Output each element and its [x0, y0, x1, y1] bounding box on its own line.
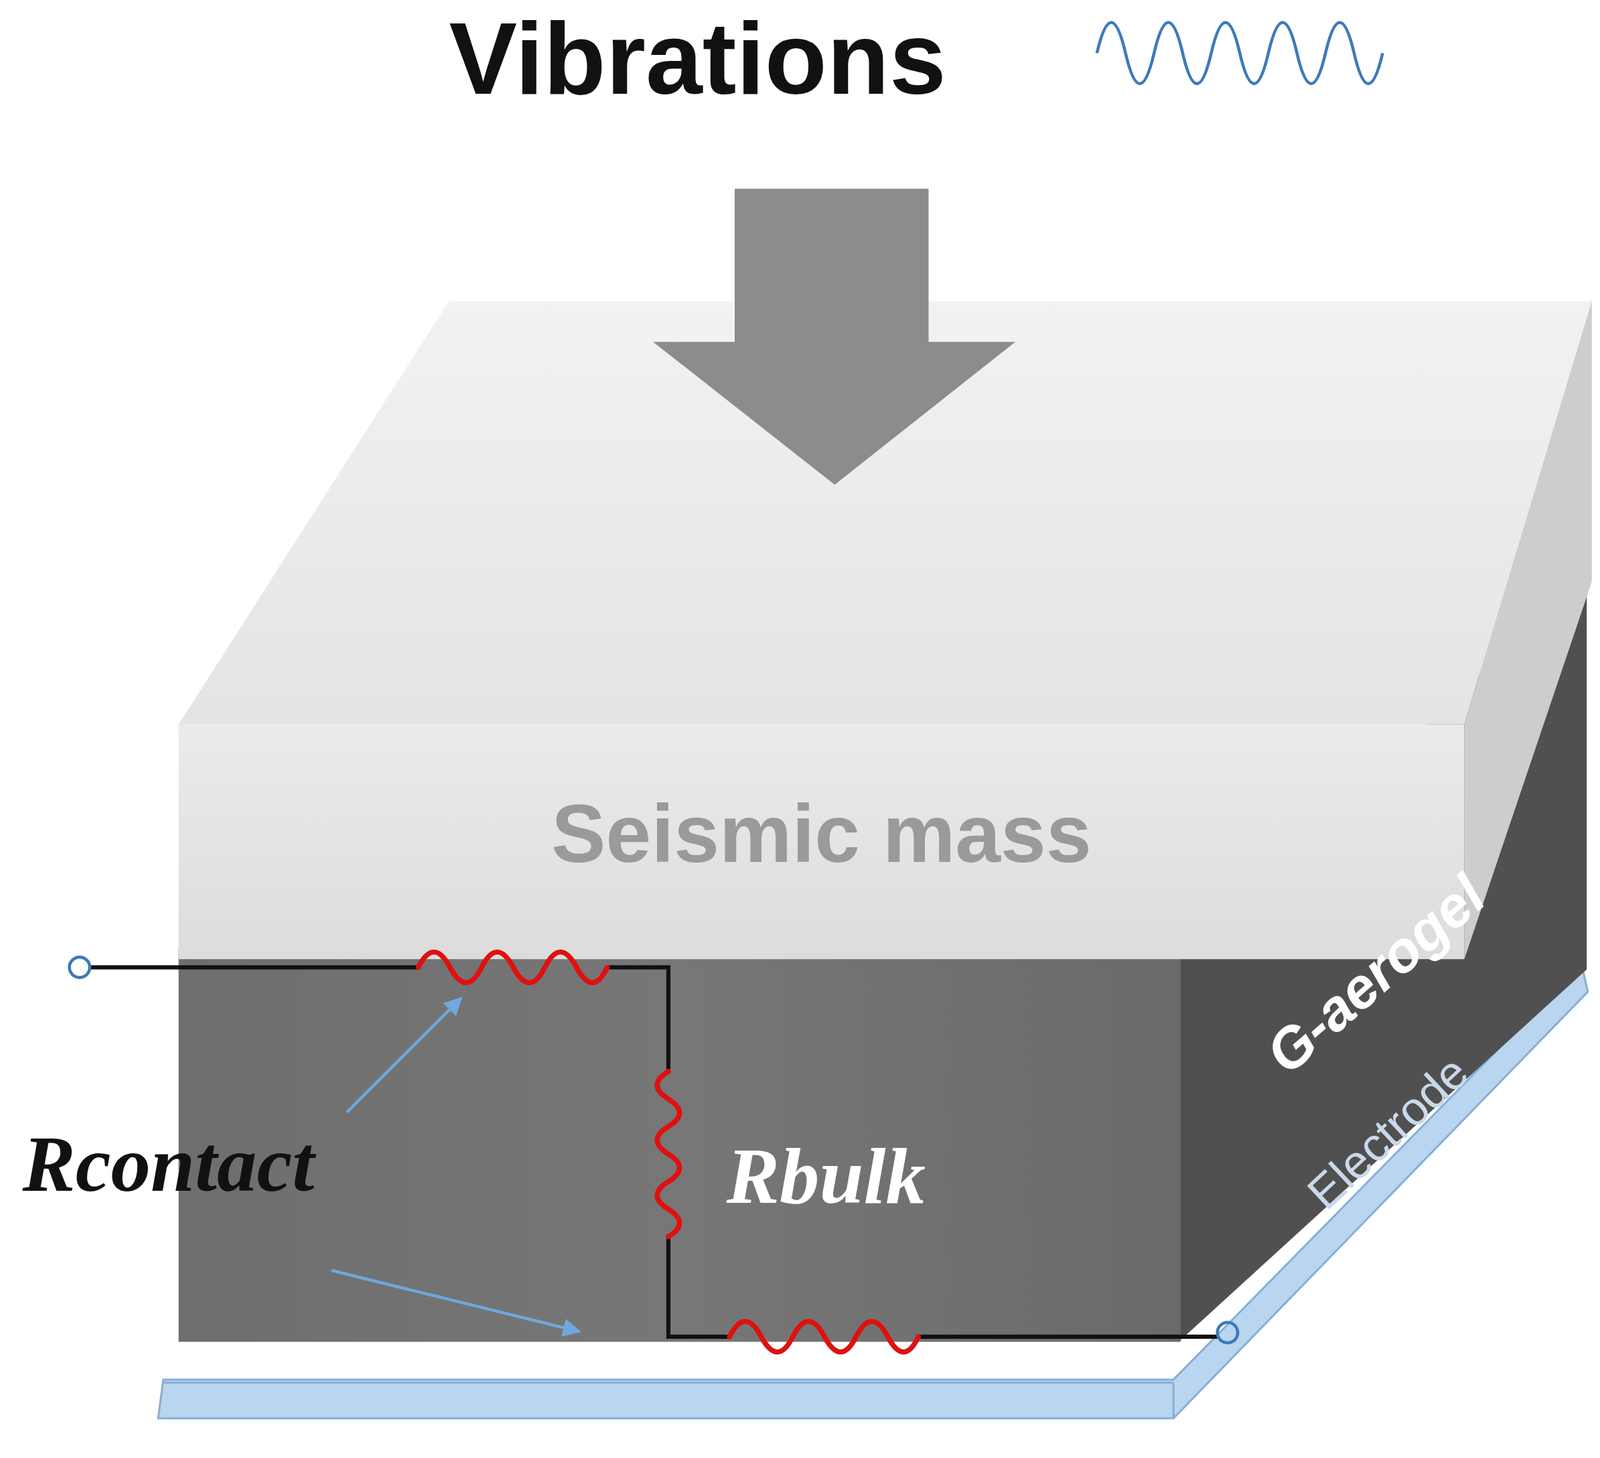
resistor-label: Rcontact — [22, 1120, 315, 1209]
aerogel-front — [178, 949, 1181, 1343]
mass-block: Seismic mass — [178, 724, 1465, 945]
terminal — [69, 957, 90, 978]
force-arrow — [652, 188, 1016, 485]
mass-front — [178, 724, 1465, 960]
terminal — [1217, 1322, 1238, 1343]
leader-arrow — [346, 997, 462, 1113]
vibration-wave — [1097, 22, 1384, 84]
mass-side — [1464, 300, 1592, 960]
title-label: Vibrations — [448, 2, 946, 115]
resistor-label: Rbulk — [726, 1132, 926, 1221]
node-text: Seismic mass — [551, 789, 1092, 880]
leader-arrow — [331, 1270, 580, 1332]
